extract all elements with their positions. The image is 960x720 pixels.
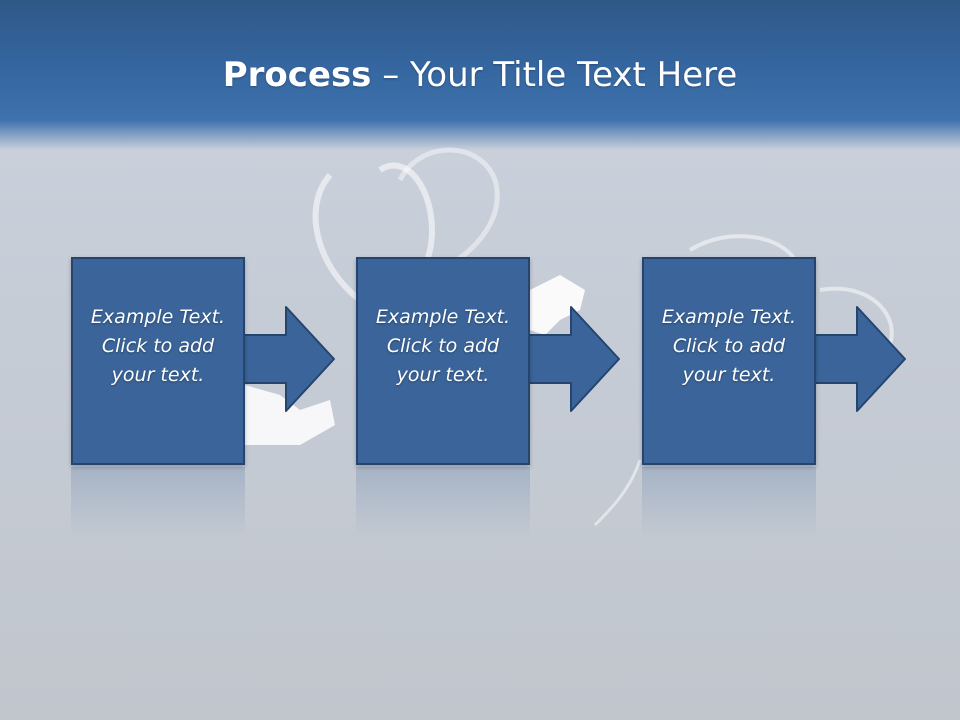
reflection xyxy=(71,467,245,537)
step-text[interactable]: Example Text. Click to add your text. xyxy=(375,305,511,386)
right-arrow-icon xyxy=(815,306,906,412)
step-text[interactable]: Example Text. Click to add your text. xyxy=(661,305,797,386)
step-text[interactable]: Example Text. Click to add your text. xyxy=(90,305,226,386)
reflection xyxy=(356,467,530,537)
right-arrow-icon xyxy=(529,306,620,412)
process-step-2[interactable]: Example Text. Click to add your text. xyxy=(356,257,530,465)
reflection xyxy=(642,467,816,537)
process-step-3[interactable]: Example Text. Click to add your text. xyxy=(642,257,816,465)
process-step-1[interactable]: Example Text. Click to add your text. xyxy=(71,257,245,465)
title-rest: – Your Title Text Here xyxy=(371,55,738,95)
right-arrow-icon xyxy=(244,306,335,412)
slide-title[interactable]: Process – Your Title Text Here xyxy=(0,52,960,98)
title-banner xyxy=(0,0,960,150)
title-strong: Process xyxy=(222,55,372,95)
